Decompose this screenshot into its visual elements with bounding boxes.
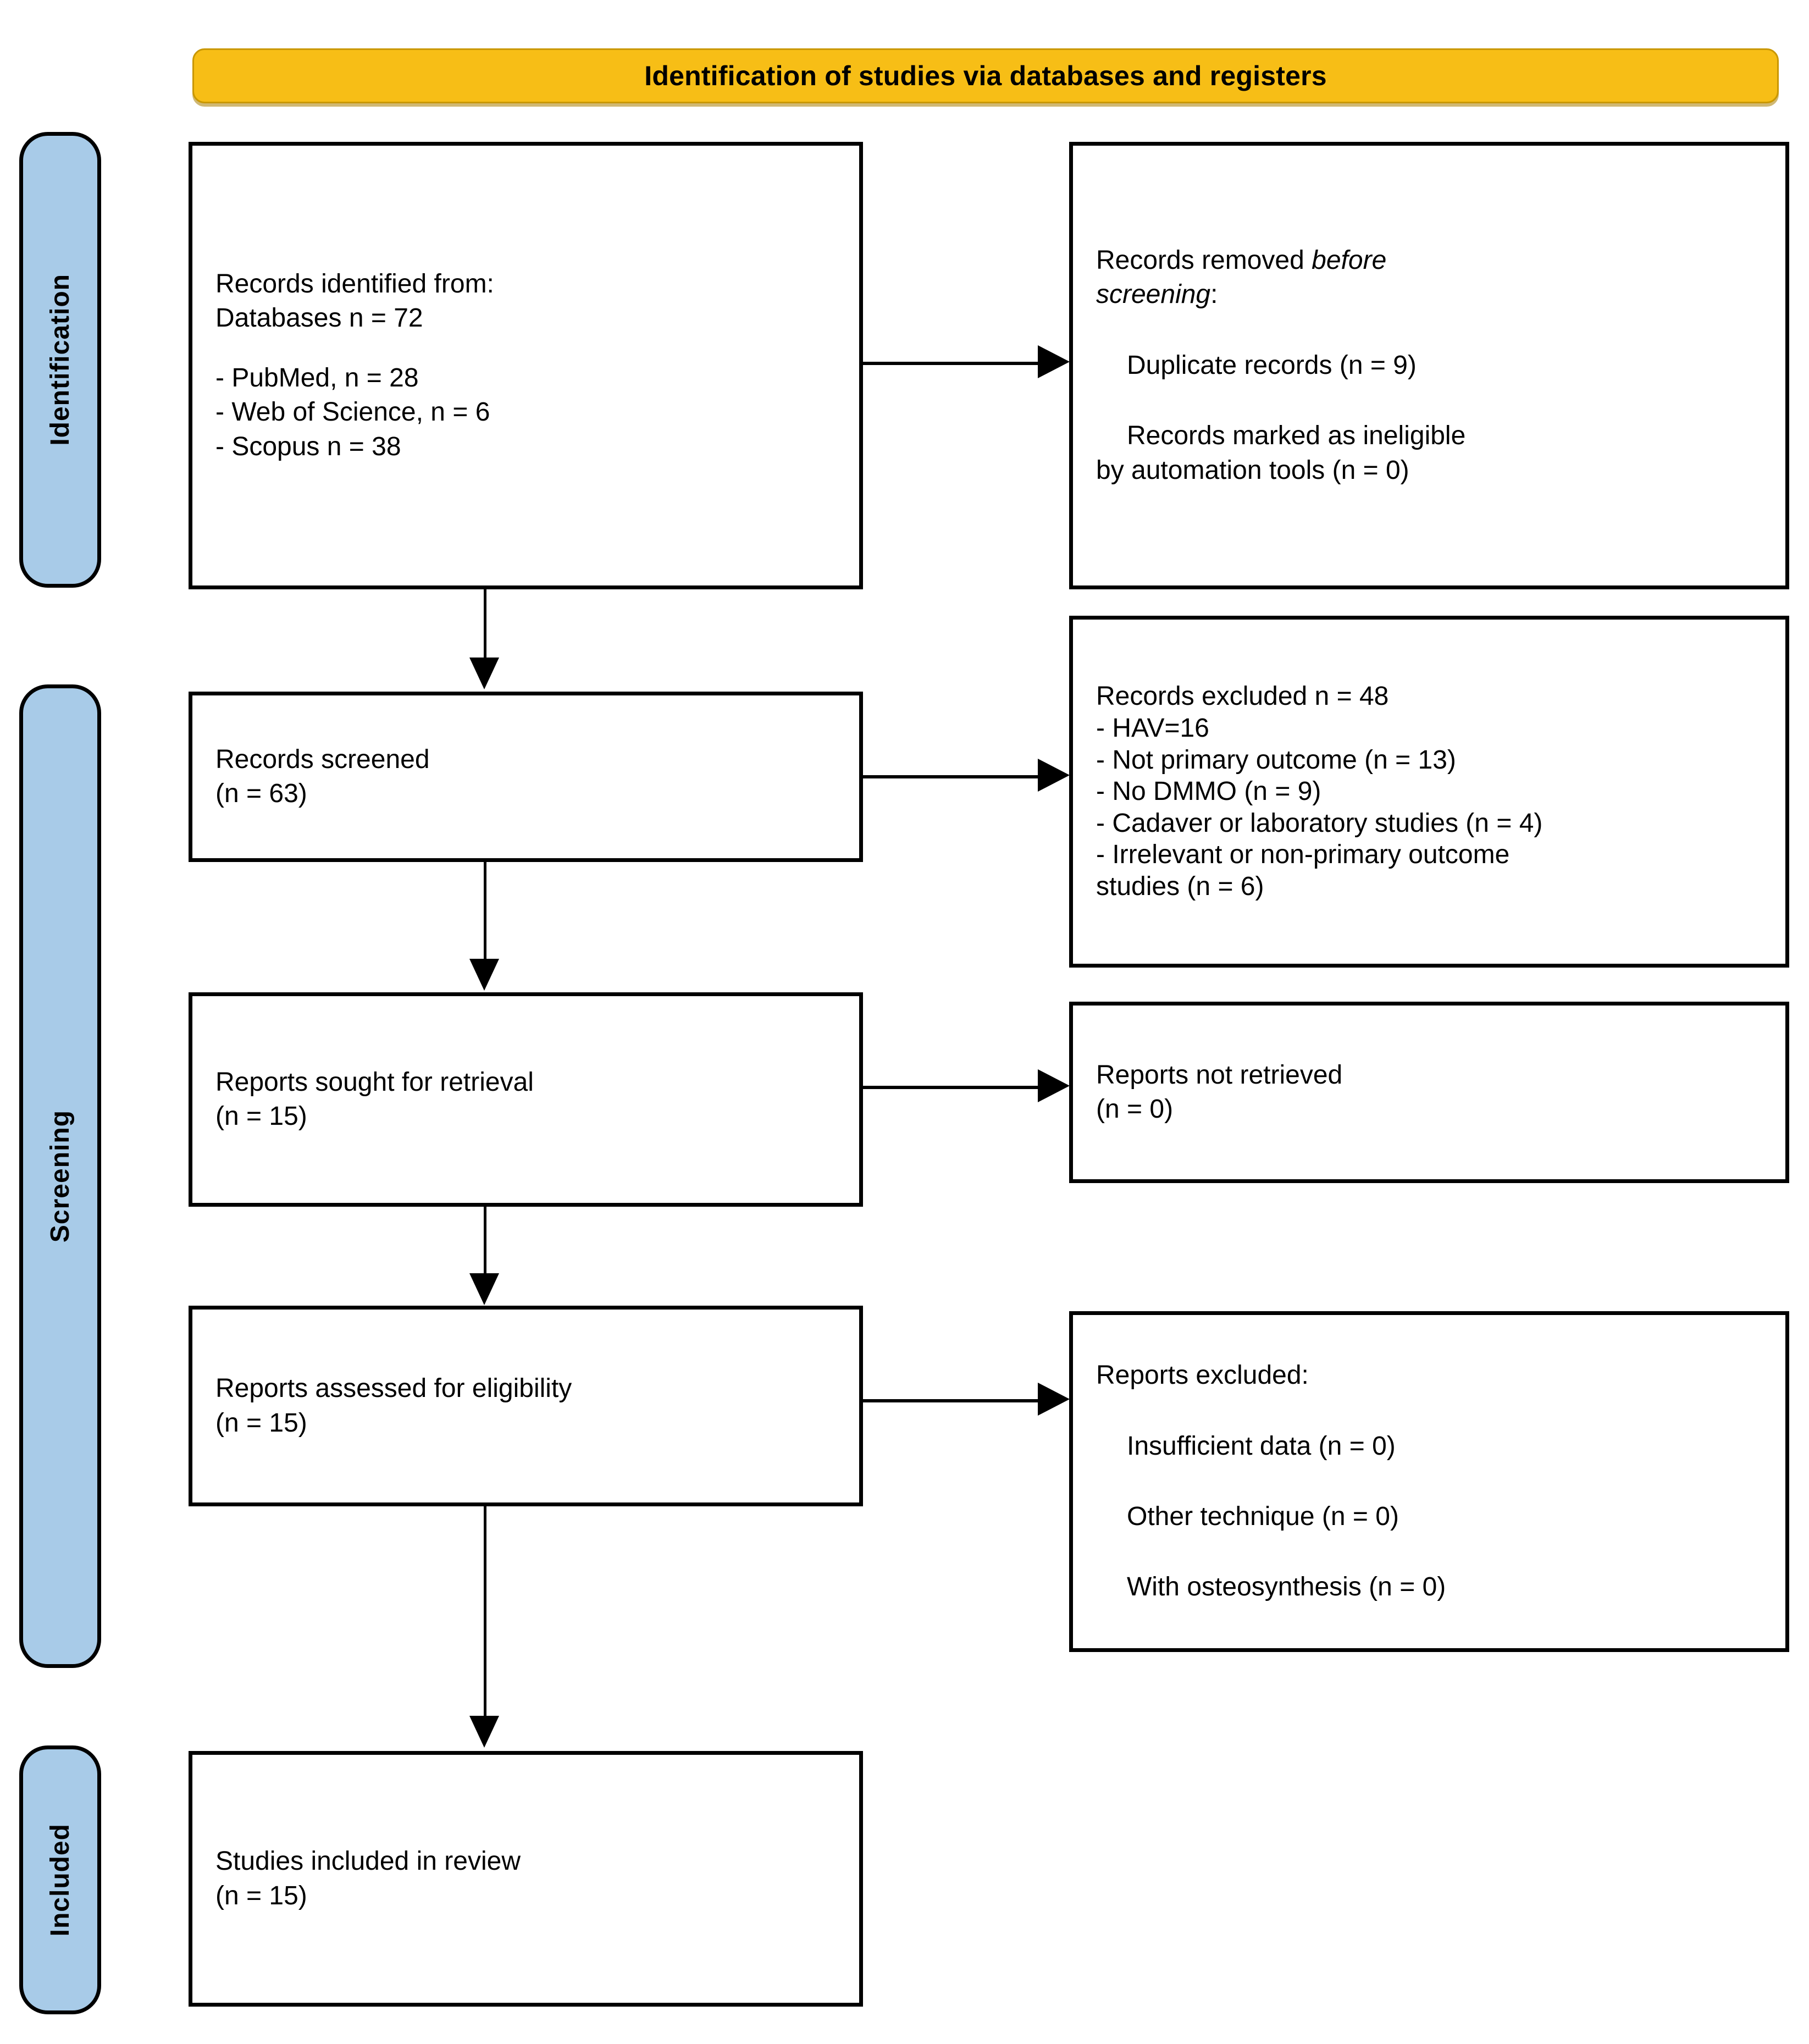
connector-assessed-to-excluded-line — [863, 1399, 1039, 1402]
stage-label-included: Included — [46, 1823, 75, 1937]
connector-sought-to-assessed-line — [484, 1207, 486, 1275]
reports-sought-line2: (n = 15) — [215, 1102, 307, 1131]
records-excluded-item-cadaver: - Cadaver or laboratory studies (n = 4) — [1096, 808, 1543, 838]
reports-excluded-heading: Reports excluded: — [1096, 1361, 1309, 1390]
studies-included-line1: Studies included in review — [215, 1847, 521, 1876]
connector-sought-to-not-retrieved-arrow — [1038, 1069, 1070, 1102]
box-records-screened-content: Records screened (n = 63) — [192, 743, 859, 811]
records-removed-item-duplicates: Duplicate records (n = 9) — [1127, 350, 1417, 380]
connector-screened-to-sought-line — [484, 862, 486, 961]
records-excluded-item-not-primary: - Not primary outcome (n = 13) — [1096, 745, 1456, 775]
connector-assessed-to-excluded-arrow — [1038, 1383, 1070, 1416]
box-reports-excluded-content: Reports excluded: Insufficient data (n =… — [1073, 1358, 1785, 1605]
reports-excluded-item-other-technique: Other technique (n = 0) — [1127, 1502, 1399, 1531]
box-reports-assessed-content: Reports assessed for eligibility (n = 15… — [192, 1372, 859, 1440]
reports-sought-line1: Reports sought for retrieval — [215, 1067, 534, 1097]
records-removed-item-ineligible-line2: by automation tools (n = 0) — [1096, 455, 1409, 485]
box-reports-assessed: Reports assessed for eligibility (n = 15… — [189, 1306, 863, 1506]
connector-screened-to-excluded-line — [863, 775, 1039, 778]
records-identified-source-pubmed: - PubMed, n = 28 — [215, 363, 419, 393]
records-excluded-item-irrelevant-line2: studies (n = 6) — [1096, 871, 1264, 901]
box-reports-not-retrieved: Reports not retrieved (n = 0) — [1069, 1002, 1789, 1183]
box-reports-sought-content: Reports sought for retrieval (n = 15) — [192, 1065, 859, 1134]
connector-identified-to-screened-arrow — [469, 658, 499, 689]
records-removed-line2-tail: : — [1210, 280, 1218, 310]
box-records-removed-content: Records removed before screening: Duplic… — [1073, 244, 1785, 488]
box-records-excluded-content: Records excluded n = 48 - HAV=16 - Not p… — [1073, 681, 1785, 902]
box-records-identified-content: Records identified from: Databases n = 7… — [192, 267, 859, 464]
records-identified-source-scopus: - Scopus n = 38 — [215, 432, 401, 461]
stage-bar-included: Included — [19, 1745, 101, 2014]
reports-assessed-line2: (n = 15) — [215, 1408, 307, 1438]
stage-label-identification: Identification — [46, 274, 75, 446]
reports-excluded-item-with-osteosynthesis: With osteosynthesis (n = 0) — [1127, 1572, 1446, 1602]
records-screened-line2: (n = 63) — [215, 779, 307, 808]
reports-assessed-line1: Reports assessed for eligibility — [215, 1374, 572, 1404]
banner-title: Identification of studies via databases … — [644, 60, 1327, 91]
connector-screened-to-excluded-arrow — [1038, 759, 1070, 792]
box-studies-included-content: Studies included in review (n = 15) — [192, 1844, 859, 1913]
box-reports-excluded: Reports excluded: Insufficient data (n =… — [1069, 1311, 1789, 1652]
reports-not-retrieved-line1: Reports not retrieved — [1096, 1060, 1343, 1090]
connector-identified-to-removed-line — [863, 362, 1039, 365]
connector-assessed-to-included-line — [484, 1506, 486, 1718]
records-removed-item-ineligible-line1: Records marked as ineligible — [1127, 421, 1466, 451]
records-identified-line1: Records identified from: — [215, 269, 494, 299]
stage-label-screening: Screening — [46, 1109, 75, 1243]
records-excluded-item-no-dmmo: - No DMMO (n = 9) — [1096, 777, 1321, 806]
box-records-identified: Records identified from: Databases n = 7… — [189, 142, 863, 589]
stage-bar-screening: Screening — [19, 684, 101, 1668]
connector-screened-to-sought-arrow — [469, 959, 499, 991]
connector-identified-to-removed-arrow — [1038, 345, 1070, 378]
connector-sought-to-not-retrieved-line — [863, 1086, 1039, 1089]
diagram-header-banner: Identification of studies via databases … — [192, 48, 1779, 103]
records-excluded-total: Records excluded n = 48 — [1096, 682, 1389, 711]
records-removed-line1: Records removed — [1096, 246, 1312, 275]
box-records-removed: Records removed before screening: Duplic… — [1069, 142, 1789, 589]
connector-identified-to-screened-line — [484, 589, 486, 660]
records-removed-line1-emphasis: before — [1312, 246, 1387, 275]
records-identified-line2: Databases n = 72 — [215, 303, 423, 333]
records-excluded-item-irrelevant-line1: - Irrelevant or non-primary outcome — [1096, 840, 1510, 870]
stage-bar-identification: Identification — [19, 132, 101, 588]
connector-sought-to-assessed-arrow — [469, 1273, 499, 1305]
studies-included-line2: (n = 15) — [215, 1881, 307, 1910]
records-removed-line2-emphasis: screening — [1096, 280, 1211, 310]
box-records-excluded: Records excluded n = 48 - HAV=16 - Not p… — [1069, 616, 1789, 968]
records-excluded-item-hav: - HAV=16 — [1096, 714, 1209, 743]
reports-excluded-item-insufficient-data: Insufficient data (n = 0) — [1127, 1431, 1396, 1461]
records-screened-line1: Records screened — [215, 744, 430, 774]
box-records-screened: Records screened (n = 63) — [189, 692, 863, 862]
box-studies-included: Studies included in review (n = 15) — [189, 1751, 863, 2007]
box-reports-not-retrieved-content: Reports not retrieved (n = 0) — [1073, 1058, 1785, 1127]
records-identified-source-wos: - Web of Science, n = 6 — [215, 397, 490, 427]
reports-not-retrieved-line2: (n = 0) — [1096, 1095, 1174, 1124]
box-reports-sought: Reports sought for retrieval (n = 15) — [189, 992, 863, 1207]
connector-assessed-to-included-arrow — [469, 1716, 499, 1748]
